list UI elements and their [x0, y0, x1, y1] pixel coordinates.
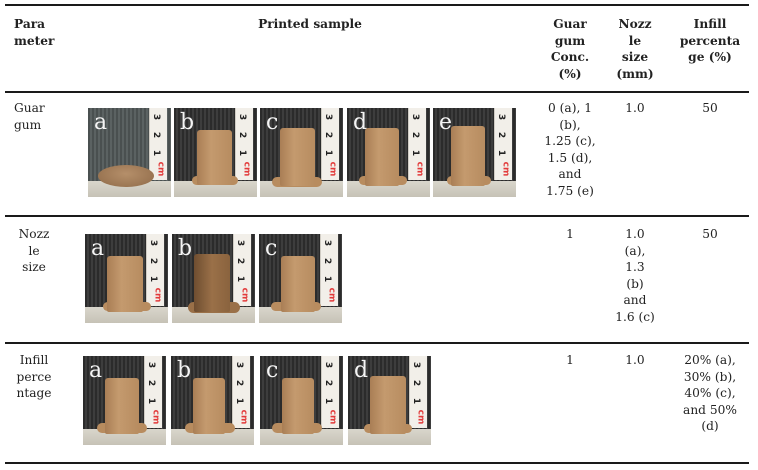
header-line: percenta: [679, 33, 741, 48]
row1-bottom-rule: [5, 215, 749, 217]
header-bottom-rule: [5, 91, 749, 93]
row-infill-nozzle-size: 1.0: [612, 352, 658, 369]
row-infill-infill: 20% (a), 30% (b), 40% (c), and 50% (d): [672, 352, 748, 435]
param-line: ntage: [16, 386, 52, 400]
row-nozzle-infill: 50: [672, 226, 748, 243]
header-parameter-line: Para: [14, 17, 46, 31]
table-top-rule: [5, 4, 749, 6]
row-nozzle-parameter: Nozz le size: [14, 226, 54, 276]
header-line: Infill: [693, 17, 727, 31]
header-line: size: [621, 50, 649, 64]
value-line: 1.75 (e): [546, 183, 594, 198]
value-line: 1.3: [625, 260, 645, 274]
value-line: 1.0: [625, 353, 645, 367]
header-line: le: [628, 33, 642, 48]
value-line: (d): [701, 419, 719, 433]
value-line: 20% (a),: [684, 353, 736, 367]
header-printed-sample: Printed sample: [258, 17, 362, 31]
header-parameter: Para meter: [14, 16, 66, 49]
value-line: (b): [626, 276, 644, 291]
value-line: 50: [702, 227, 718, 241]
row-guar-infill: 50: [672, 100, 748, 117]
param-line: le: [28, 243, 40, 258]
header-nozzle-size: Nozz le size (mm): [612, 16, 658, 82]
header-line: Nozz: [618, 17, 652, 31]
param-line: Infill: [19, 353, 49, 367]
header-guar-gum-conc: Guar gum Conc. (%): [540, 16, 600, 82]
row-guar-gum-parameter: Guar gum: [14, 100, 66, 133]
header-line: gum: [554, 33, 586, 48]
value-line: 1.0: [625, 101, 645, 115]
value-line: 0 (a), 1: [548, 101, 592, 115]
row-nozzle-guar-gum-conc: 1: [538, 226, 602, 243]
value-line: 1.6 (c): [615, 309, 655, 324]
value-line: (b),: [559, 117, 581, 132]
header-infill-percentage: Infill percenta ge (%): [672, 16, 748, 66]
param-line: gum: [14, 117, 42, 132]
row-infill-guar-gum-conc: 1: [538, 352, 602, 369]
row-guar-nozzle-size: 1.0: [612, 100, 658, 117]
value-line: 1: [566, 227, 574, 241]
param-line: size: [22, 260, 46, 274]
header-line: (%): [558, 66, 582, 81]
value-line: 50: [702, 101, 718, 115]
header-line: Guar: [553, 17, 587, 31]
value-line: and: [558, 167, 582, 181]
value-line: 1.0: [625, 227, 645, 241]
value-line: 1.25 (c),: [544, 134, 596, 148]
param-line: Nozz: [18, 227, 50, 241]
param-line: Guar: [14, 101, 45, 115]
header-line: (mm): [616, 66, 654, 81]
table-bottom-rule: [5, 462, 749, 464]
value-line: 40% (c),: [684, 386, 736, 400]
row2-bottom-rule: [5, 342, 749, 344]
header-parameter-line: meter: [14, 33, 55, 48]
row-nozzle-nozzle-size: 1.0 (a), 1.3 (b) and 1.6 (c): [612, 226, 658, 325]
value-line: 1: [566, 353, 574, 367]
value-line: and 50%: [683, 402, 737, 417]
row-infill-parameter: Infill perce ntage: [12, 352, 56, 402]
value-line: (a),: [624, 243, 646, 258]
value-line: and: [623, 293, 647, 307]
value-line: 30% (b),: [683, 369, 737, 384]
param-line: perce: [16, 369, 52, 384]
row-guar-gum-conc: 0 (a), 1 (b), 1.25 (c), 1.5 (d), and 1.7…: [538, 100, 602, 199]
header-line: ge (%): [688, 50, 732, 64]
value-line: 1.5 (d),: [547, 150, 593, 165]
header-line: Conc.: [550, 50, 590, 64]
